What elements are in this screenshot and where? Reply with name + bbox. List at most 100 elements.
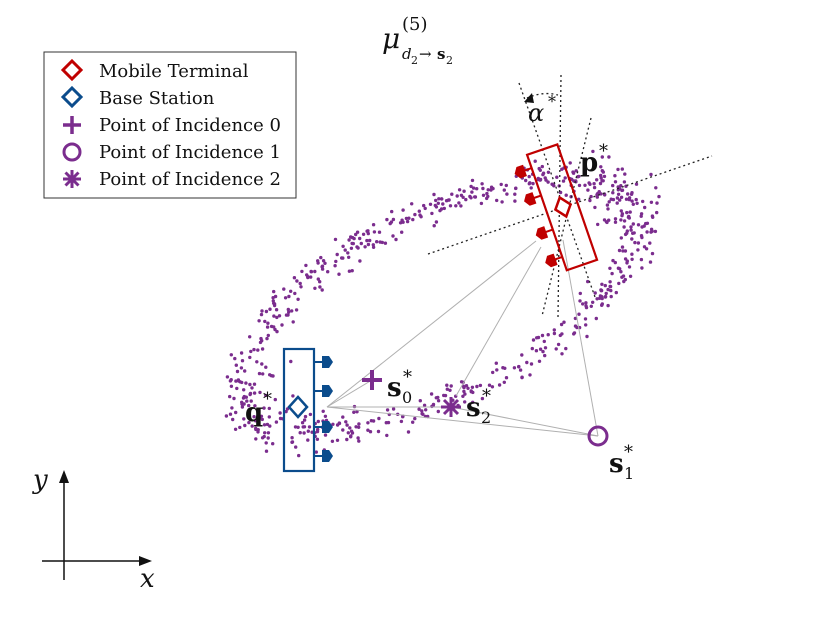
diamond-icon	[287, 395, 309, 419]
particle	[418, 399, 422, 403]
particle	[449, 384, 453, 388]
particle	[352, 410, 356, 414]
legend-label: Base Station	[99, 88, 215, 109]
particle	[657, 194, 661, 199]
particle	[619, 218, 623, 222]
particle	[604, 291, 608, 296]
particle	[485, 191, 489, 196]
particle	[597, 190, 601, 194]
particle	[347, 269, 352, 273]
particle	[366, 242, 371, 247]
particle	[399, 419, 404, 424]
svg-text:0: 0	[402, 388, 412, 407]
particle	[290, 309, 294, 313]
particle	[628, 210, 632, 214]
particle	[296, 297, 300, 301]
legend-label: Point of Incidence 2	[99, 169, 281, 190]
particle	[319, 255, 323, 260]
particle	[445, 387, 449, 391]
particle	[564, 193, 568, 197]
particle	[528, 181, 532, 185]
particle	[620, 212, 625, 216]
particle	[504, 183, 508, 188]
particle	[571, 170, 575, 174]
particle	[600, 282, 604, 286]
particle	[294, 445, 298, 449]
y-axis-label: y	[32, 465, 48, 495]
particle	[608, 284, 613, 289]
arrow-head-icon	[524, 93, 534, 103]
particle	[282, 287, 286, 291]
particle	[376, 429, 381, 434]
particle	[234, 363, 238, 367]
particle	[630, 191, 634, 195]
particle	[595, 297, 599, 301]
particle	[289, 359, 293, 364]
particle	[334, 259, 338, 264]
antenna-icon	[545, 253, 558, 268]
particle	[628, 274, 633, 278]
particle	[587, 181, 591, 185]
particle	[573, 316, 578, 321]
svg-text:s: s	[387, 373, 402, 403]
particle	[627, 265, 632, 269]
path-line	[326, 379, 373, 408]
particle	[284, 409, 288, 414]
particle	[500, 200, 504, 204]
particle	[413, 212, 417, 217]
particle	[599, 288, 603, 293]
particle	[341, 415, 345, 419]
particle	[265, 325, 270, 329]
particle	[457, 188, 462, 192]
particle	[252, 391, 257, 395]
particle	[424, 408, 428, 412]
legend-label: Point of Incidence 1	[99, 142, 281, 163]
particle	[292, 276, 297, 280]
particle	[643, 205, 647, 210]
particle	[648, 260, 653, 264]
particle	[479, 201, 484, 206]
particle	[546, 333, 550, 337]
particle	[260, 347, 265, 351]
particle	[253, 404, 257, 408]
particle	[650, 251, 655, 256]
particle	[606, 303, 610, 308]
particle	[630, 257, 634, 261]
particle	[272, 289, 276, 294]
particle	[631, 202, 635, 206]
particle	[316, 427, 320, 432]
particle	[247, 408, 251, 412]
particle	[645, 230, 649, 234]
particle	[538, 168, 542, 172]
particle	[225, 375, 230, 379]
particle	[355, 410, 359, 414]
particle	[615, 196, 620, 200]
svg-text:*: *	[599, 141, 608, 162]
particle	[448, 388, 452, 392]
particle	[600, 296, 604, 301]
particle	[527, 174, 531, 179]
particle	[269, 324, 274, 329]
particle	[268, 373, 272, 377]
particle	[271, 374, 275, 378]
particle	[464, 197, 468, 202]
particle	[258, 390, 262, 395]
particle	[613, 174, 617, 178]
particle	[640, 225, 644, 229]
title-subscript-arrow: →	[419, 45, 432, 63]
particle	[229, 378, 233, 382]
particle	[258, 340, 263, 345]
particle	[563, 176, 567, 180]
particle	[494, 361, 498, 365]
particle	[248, 355, 252, 360]
particle	[290, 440, 295, 444]
particle	[632, 231, 636, 235]
particle	[259, 312, 264, 317]
legend: Mobile Terminal Base Station Point of In…	[43, 51, 297, 199]
particle	[304, 263, 308, 268]
particle	[401, 220, 405, 224]
particle	[380, 240, 384, 245]
particle	[307, 425, 312, 429]
particle	[309, 269, 313, 274]
particle	[247, 420, 251, 425]
